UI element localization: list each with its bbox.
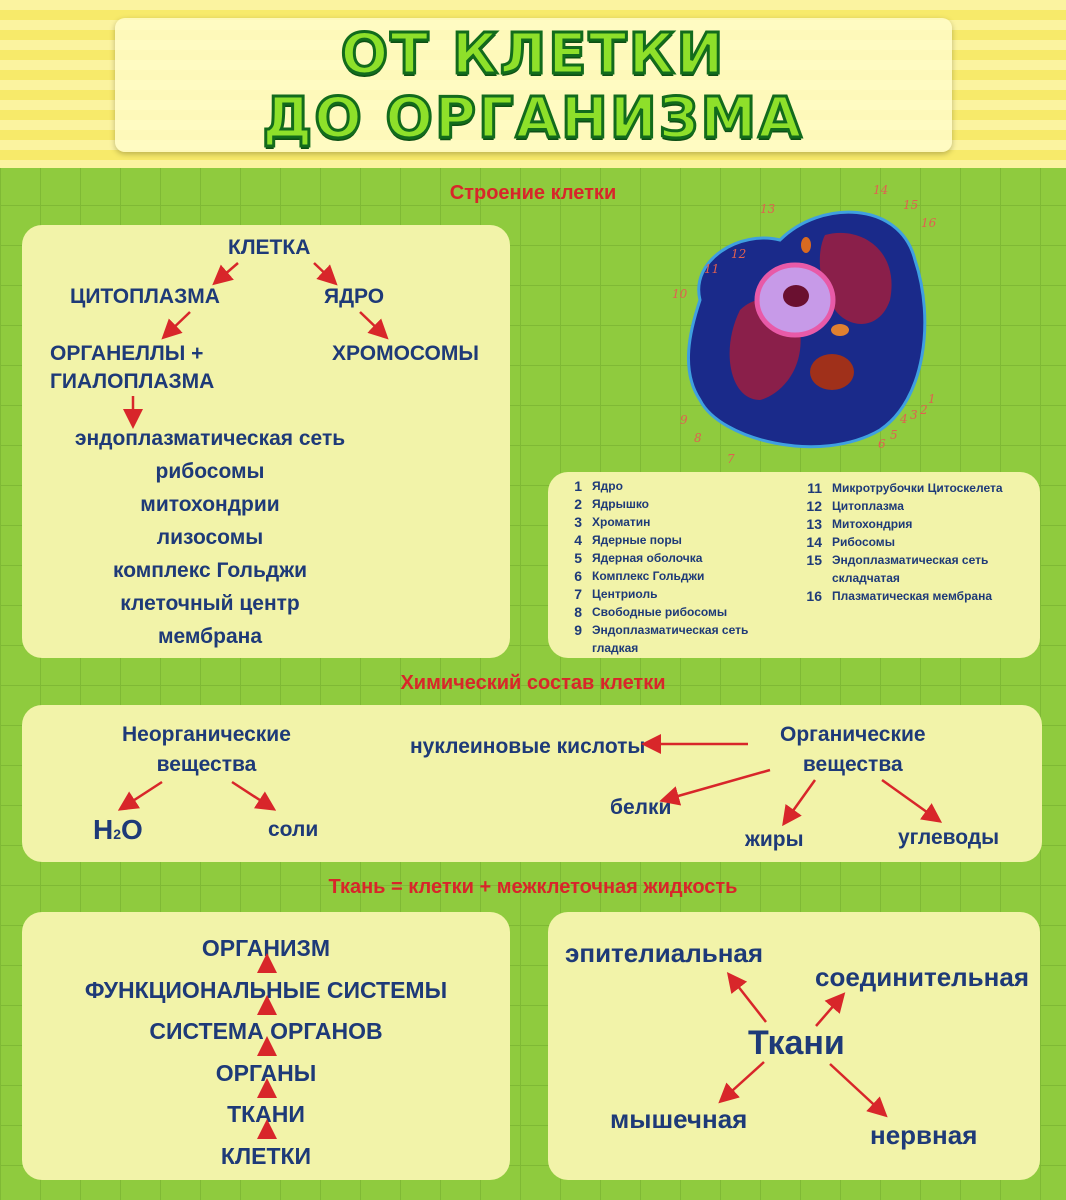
organelles-label: ОРГАНЕЛЛЫ +ГИАЛОПЛАЗМА (50, 342, 215, 393)
title-line-2: ДО ОРГАНИЗМА (261, 85, 804, 153)
chemistry-panel (22, 705, 1042, 862)
section-tissue-heading: Ткань = клетки + межклеточная жидкость (328, 876, 738, 898)
cell-label-11: 11 (704, 262, 719, 276)
fats-label: жиры (745, 828, 804, 851)
cell-label-12: 12 (731, 247, 746, 261)
cell-label: КЛЕТКА (228, 236, 311, 259)
hierarchy-item: СИСТЕМА ОРГАНОВ (149, 1018, 383, 1044)
hierarchy-item: ФУНКЦИОНАЛЬНЫЕ СИСТЕМЫ (84, 976, 448, 1003)
cell-label-6: 6 (878, 437, 886, 451)
connective-label: соединительная (815, 962, 1030, 992)
organelle-item: комплекс Гольджи (112, 559, 308, 582)
title-panel (115, 18, 952, 152)
cell-label-8: 8 (694, 431, 702, 445)
section-chemistry-heading: Химический состав клетки (400, 672, 666, 694)
cell-label-16: 16 (921, 216, 937, 230)
title-line-1: ОТ КЛЕТКИ (339, 21, 726, 89)
legend-panel (548, 472, 1040, 658)
cell-body (687, 210, 927, 449)
organelle-item: эндоплазматическая сеть (74, 427, 346, 450)
proteins-label: белки (610, 796, 672, 819)
organelle-item: митохондрии (140, 493, 280, 516)
cell-label-1: 1 (928, 392, 936, 406)
nervous-label: нервная (870, 1120, 978, 1150)
cell-label-10: 10 (672, 287, 688, 301)
organelle-item: клеточный центр (120, 592, 300, 615)
cell-label-4: 4 (899, 412, 908, 426)
nucleus-label: ЯДРО (324, 285, 385, 308)
carbs-label: углеводы (898, 826, 1000, 849)
hierarchy-item: ОРГАНИЗМ (201, 935, 331, 961)
salts-label: соли (268, 818, 319, 841)
organelle-item: лизосомы (156, 526, 264, 549)
organelle-list: эндоплазматическая сеть рибосомы митохондр… (60, 422, 360, 653)
structure-panel (22, 225, 510, 658)
hierarchy-list: ОРГАНИЗМ ФУНКЦИОНАЛЬНЫЕ СИСТЕМЫ СИСТЕМА ОР… (22, 928, 510, 1177)
water-label: H2O (93, 814, 143, 845)
organelle-item: рибосомы (155, 460, 265, 483)
organelle-item: мембрана (157, 625, 263, 648)
cytoplasm-label: ЦИТОПЛАЗМА (70, 285, 220, 308)
muscle-label: мышечная (610, 1104, 748, 1134)
tissues-panel (548, 912, 1040, 1180)
hierarchy-item: ОРГАНЫ (215, 1059, 317, 1086)
cell-label-3: 3 (910, 408, 918, 422)
hierarchy-item: КЛЕТКИ (220, 1142, 312, 1169)
cell-label-2: 2 (919, 403, 928, 417)
chromosomes-label: ХРОМОСОМЫ (332, 342, 479, 365)
section-structure-heading: Строение клетки (449, 182, 617, 204)
cell-label-7: 7 (727, 452, 735, 466)
epithelial-label: эпителиальная (565, 938, 764, 968)
cell-label-5: 5 (890, 428, 898, 442)
nucleic-acids-label: нуклеиновые кислоты (410, 735, 646, 758)
hierarchy-item: ТКАНИ (227, 1101, 305, 1127)
tissues-center-label: Ткани (748, 1024, 845, 1062)
cell-label-9: 9 (680, 413, 688, 427)
